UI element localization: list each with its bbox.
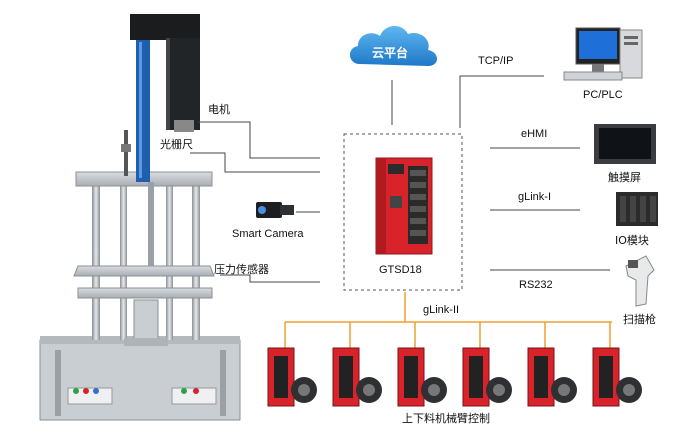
servo-drive: [397, 347, 447, 407]
servo-drive: [332, 347, 382, 407]
scanner-label: 扫描枪: [623, 313, 656, 326]
servo-drive: [462, 347, 512, 407]
glink-ii-bus: [284, 292, 612, 348]
servo-drive: [592, 347, 642, 407]
touchscreen-label: 触摸屏: [608, 171, 641, 184]
right-link-lines: [459, 75, 610, 271]
ehmi-label: eHMI: [521, 128, 548, 140]
robot-arm-control-label: 上下料机械臂控制: [402, 412, 490, 425]
test-machine: [39, 14, 241, 421]
controller-label: GTSD18: [379, 264, 422, 276]
touchscreen-icon: [594, 124, 656, 164]
glink-i-label: gLink-I: [518, 191, 552, 203]
controller-box: [343, 133, 463, 291]
pc-plc-label: PC/PLC: [583, 89, 623, 101]
gtsd18-controller: [375, 157, 433, 255]
pressure-sensor-label: 压力传感器: [214, 263, 269, 276]
motor-label: 电机: [208, 103, 230, 116]
smart-camera-label: Smart Camera: [232, 228, 304, 240]
cloud-platform: 云平台: [349, 25, 437, 66]
rs232-label: RS232: [519, 279, 553, 291]
left-leader-lines: [190, 121, 320, 283]
servo-drive: [267, 347, 317, 407]
smart-camera-icon: [256, 202, 294, 218]
grating-scale-label: 光栅尺: [160, 138, 193, 151]
pc-plc-icon: [563, 27, 643, 81]
glink-ii-label: gLink-II: [423, 304, 460, 316]
io-module-icon: [616, 192, 658, 226]
scanner-icon: [625, 255, 655, 307]
tcpip-label: TCP/IP: [478, 55, 514, 67]
servo-drive: [527, 347, 577, 407]
cloud-label: 云平台: [372, 45, 408, 60]
io-module-label: IO模块: [615, 234, 649, 247]
